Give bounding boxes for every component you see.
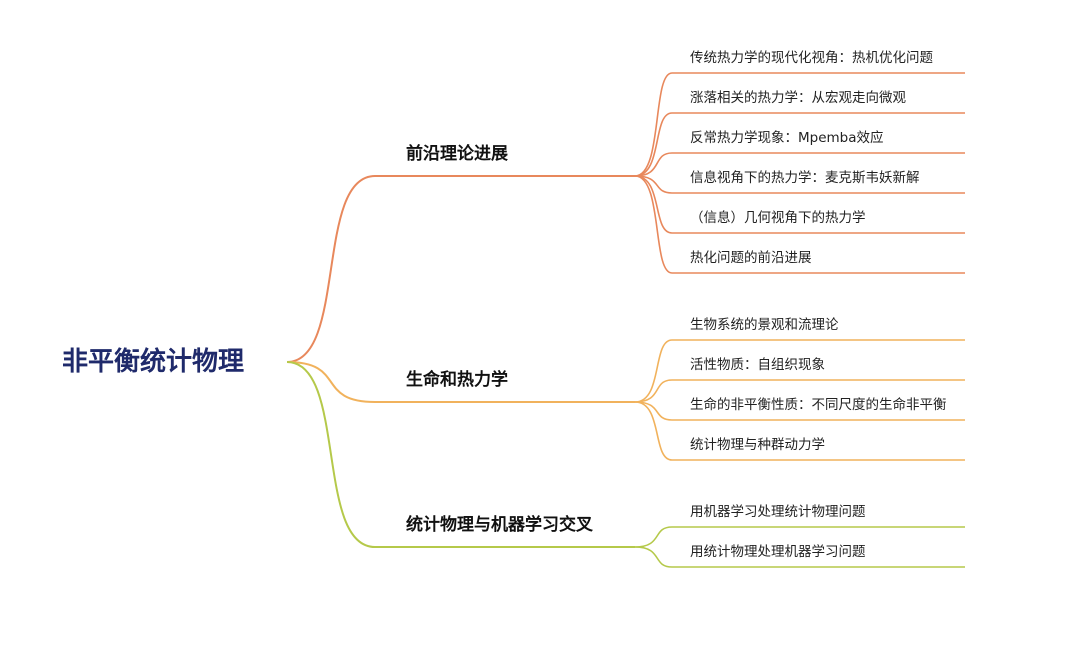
root-node-label[interactable]: 非平衡统计物理 [62,346,244,377]
leaf-label[interactable]: 反常热力学现象：Mpemba效应 [690,129,884,146]
leaf-connector [634,152,673,177]
root-connector-3 [286,361,376,548]
leaf-connector [634,401,673,421]
leaf-label[interactable]: 活性物质：自组织现象 [690,357,825,373]
mindmap-nodes: 非平衡统计物理 前沿理论进展 传统热力学的现代化视角：热机优化问题涨落相关的热力学… [62,50,947,560]
leaf-connector [634,339,673,403]
leaf-connector [634,112,673,177]
leaf-label[interactable]: 热化问题的前沿进展 [690,249,812,266]
branch-label-1[interactable]: 前沿理论进展 [406,143,508,164]
root-connector-1 [286,175,376,363]
leaf-label[interactable]: （信息）几何视角下的热力学 [690,209,866,226]
branch-label-2[interactable]: 生命和热力学 [406,369,508,390]
connector-lines [286,72,965,568]
leaf-connector [634,526,673,548]
leaf-label[interactable]: 涨落相关的热力学：从宏观走向微观 [690,90,906,106]
leaf-connector [634,175,673,234]
branch-label-3[interactable]: 统计物理与机器学习交叉 [406,514,594,535]
leaf-label[interactable]: 信息视角下的热力学：麦克斯韦妖新解 [690,169,920,186]
leaf-label[interactable]: 统计物理与种群动力学 [690,437,825,453]
leaf-connector [634,175,673,274]
leaf-label[interactable]: 传统热力学的现代化视角：热机优化问题 [690,50,933,66]
leaf-connector [634,379,673,403]
leaf-connector [634,175,673,194]
leaf-label[interactable]: 生物系统的景观和流理论 [690,317,839,333]
leaf-connector [634,72,673,177]
root-connector-2 [286,361,376,403]
leaf-label[interactable]: 生命的非平衡性质：不同尺度的生命非平衡 [690,396,947,413]
leaf-label[interactable]: 用统计物理处理机器学习问题 [690,544,866,560]
leaf-connector [634,546,673,568]
leaf-label[interactable]: 用机器学习处理统计物理问题 [690,504,866,520]
leaf-connector [634,401,673,461]
